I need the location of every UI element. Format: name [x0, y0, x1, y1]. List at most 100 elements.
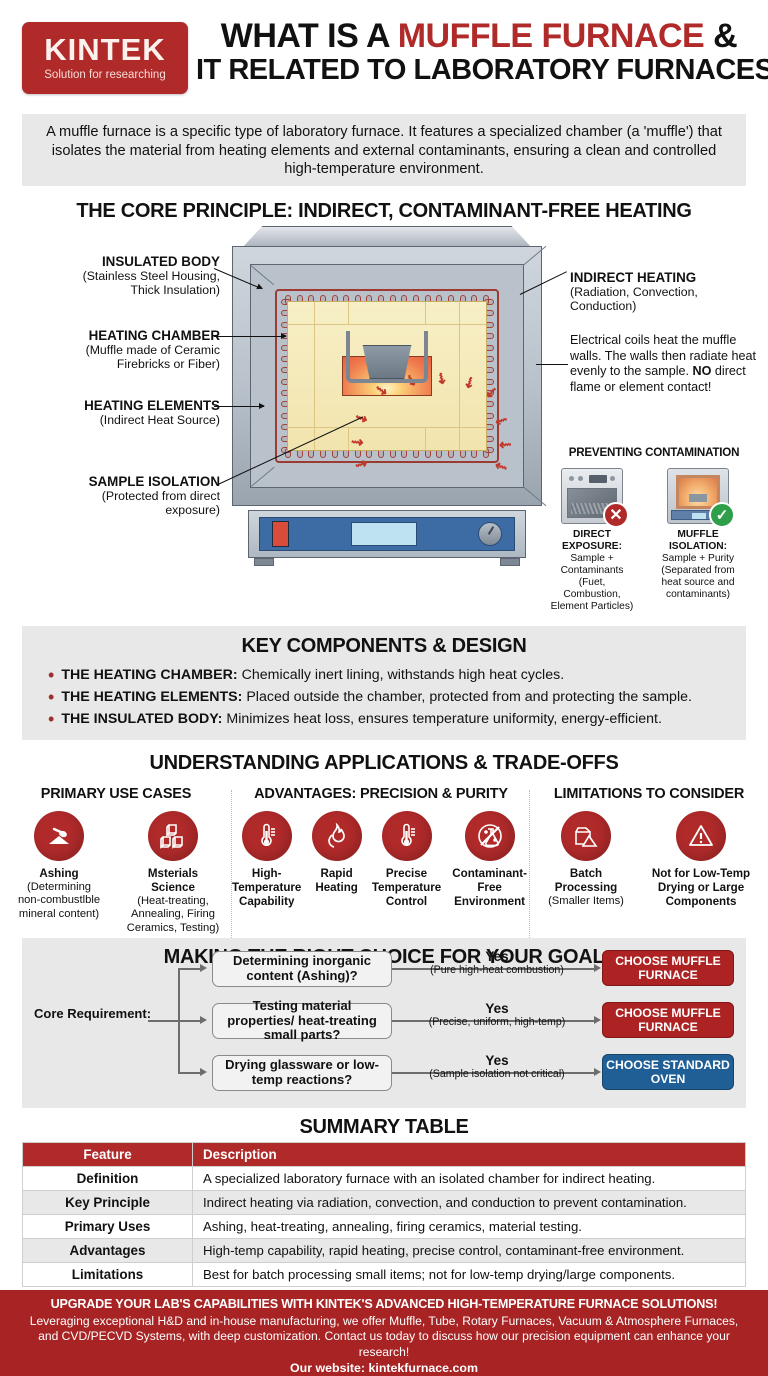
ashing-icon [34, 811, 84, 861]
group-items: Ashing (Determining non-combustlble mine… [0, 811, 232, 935]
yes-note: (Sample isolation not critical) [429, 1068, 565, 1080]
muffle-cavity [676, 475, 720, 509]
batch-tray-icon [561, 811, 611, 861]
item-bold-label: THE HEATING ELEMENTS: [61, 688, 243, 705]
list-item: Not for Low-Temp Drying or Large Compone… [647, 811, 755, 909]
logo-tagline: Solution for researching [44, 69, 166, 82]
leader-heating-chamber [214, 332, 287, 340]
label-heating-chamber-title: HEATING CHAMBER [88, 328, 220, 343]
list-item: • THE HEATING CHAMBER:Chemically inert l… [48, 665, 720, 687]
label-sample-isolation-sub: (Protected from direct exposure) [101, 489, 220, 518]
list-item: • THE HEATING ELEMENTS:Placed outside th… [48, 687, 720, 709]
item-label: Precise Temperature Control [371, 867, 442, 908]
table-row: Advantages High-temp capability, rapid h… [22, 1238, 746, 1263]
muffle-isolation-body: Sample + Purity (Separated from heat sou… [661, 553, 735, 601]
furnace-diagram: ⇝ ⇝ ⇝ ⇝ ⇝ ⇝ ⇝ ⇝ ⇝ ⇝ ⇝ [0, 196, 768, 616]
footer-website[interactable]: Our website: kintekfurnace.com [290, 1360, 478, 1375]
bullet-dot-icon: • [48, 665, 55, 685]
list-item: Rapid Heating [309, 811, 363, 909]
list-item: Batch Processing (Smaller Items) [543, 811, 629, 909]
flow-outcome-1[interactable]: CHOOSE MUFFLE FURNACE [602, 950, 734, 986]
flow-outcome-3[interactable]: CHOOSE STANDARD OVEN [602, 1054, 734, 1090]
yes-text: Yes [485, 949, 509, 964]
list-item: Msterials Science (Heat-treating, Anneal… [125, 811, 221, 935]
title-part-a: WHAT IS A [220, 17, 398, 55]
applications-heading: UNDERSTANDING APPLICATIONS & TRADE-OFFS [149, 752, 619, 774]
coil-row-bottom [285, 447, 489, 458]
flow-yes-arrow-2 [594, 1016, 601, 1024]
item-label: Contaminant-Free Environment [452, 867, 527, 908]
desc-part-b: direct flame or element contact! [570, 364, 746, 394]
cell-description: Ashing, heat-treating, annealing, firing… [192, 1214, 746, 1239]
oven-controls [567, 473, 617, 484]
no-contaminant-flask-icon [464, 811, 515, 861]
group-items: Batch Processing (Smaller Items) Not for… [530, 811, 768, 909]
material-cubes-icon [148, 811, 198, 861]
item-sub: (Determining non-combustlble mineral con… [17, 880, 101, 920]
cell-description: Best for batch processing small items; n… [192, 1262, 746, 1287]
key-components-section: KEY COMPONENTS & DESIGN • THE HEATING CH… [22, 626, 746, 740]
flow-yes-label-2: Yes (Precise, uniform, high-temp) [404, 1001, 590, 1028]
compare-direct-exposure: ✕ DIRECT EXPOSURE: Sample + Contaminants… [550, 468, 634, 613]
sample-crucible [362, 345, 412, 379]
list-item: High-Temperature Capability [232, 811, 301, 909]
power-switch[interactable] [272, 521, 289, 547]
decision-flow-section: MAKING THE RIGHT CHOICE FOR YOUR GOAL Co… [22, 938, 746, 1108]
footer-cta: UPGRADE YOUR LAB'S CAPABILITIES WITH KIN… [0, 1290, 768, 1376]
yes-text: Yes [485, 1001, 509, 1016]
flow-yes-label-1: Yes (Pure high-heat combustion) [404, 949, 590, 976]
group-items: High-Temperature Capability Rapid Heatin… [232, 811, 530, 909]
label-insulated-body-title: INSULATED BODY [101, 254, 220, 269]
label-indirect-heating: INDIRECT HEATING (Radiation, Convection,… [570, 270, 760, 314]
label-sample-isolation: SAMPLE ISOLATION (Protected from direct … [20, 474, 220, 518]
yes-text: Yes [485, 1053, 509, 1068]
title-line-2: IT RELATED TO LABORATORY FURNACES? [196, 53, 768, 86]
applications-columns: PRIMARY USE CASES Ashing (Determining no… [0, 786, 768, 940]
applications-section: UNDERSTANDING APPLICATIONS & TRADE-OFFS … [0, 752, 768, 940]
footer-body: Leveraging exceptional H&D and in-house … [29, 1314, 739, 1359]
label-insulated-body: INSULATED BODY (Stainless Steel Housing,… [20, 254, 220, 298]
key-components-heading: KEY COMPONENTS & DESIGN [241, 635, 527, 657]
desc-part-a: Electrical coils heat the muffle walls. … [570, 333, 756, 379]
coil-row-right [483, 299, 494, 453]
summary-table: Feature Description Definition A special… [22, 1142, 746, 1287]
kintek-logo: KINTEK Solution for researching [22, 22, 188, 94]
flow-branch-3 [178, 1072, 200, 1074]
flow-question-3[interactable]: Drying glassware or low-temp reactions? [212, 1055, 392, 1091]
oven-display [589, 475, 607, 483]
group-advantages: ADVANTAGES: PRECISION & PURITY High-Temp… [232, 786, 530, 940]
flow-question-2[interactable]: Testing material properties/ heat-treati… [212, 998, 392, 1042]
flow-connector-stem [148, 1020, 178, 1022]
group-primary-use-cases: PRIMARY USE CASES Ashing (Determining no… [0, 786, 232, 940]
cell-feature: Limitations [22, 1262, 193, 1287]
intro-paragraph: A muffle furnace is a specific type of l… [22, 114, 746, 186]
key-components-list: • THE HEATING CHAMBER:Chemically inert l… [22, 658, 746, 731]
flow-question-1[interactable]: Determining inorganic content (Ashing)? [212, 951, 392, 987]
column-header-description: Description [192, 1142, 746, 1167]
table-header-row: Feature Description [22, 1142, 746, 1167]
column-divider [231, 790, 232, 940]
item-label: Msterials Science [147, 867, 199, 894]
heating-chamber: ⇝ ⇝ ⇝ ⇝ ⇝ ⇝ ⇝ ⇝ ⇝ ⇝ ⇝ [342, 331, 512, 477]
title-line-1: WHAT IS A MUFFLE FURNACE & [196, 18, 762, 55]
control-panel [248, 510, 526, 558]
group-title: LIMITATIONS TO CONSIDER [553, 786, 745, 802]
direct-exposure-title: DIRECT EXPOSURE: [561, 529, 622, 553]
item-text: Minimizes heat loss, ensures temperature… [226, 710, 662, 727]
flow-yes-line-1 [392, 968, 594, 970]
yes-note: (Pure high-heat combustion) [430, 964, 564, 976]
cell-description: Indirect heating via radiation, convecti… [192, 1190, 746, 1215]
column-header-feature: Feature [22, 1142, 193, 1167]
flow-yes-arrow-3 [594, 1068, 601, 1076]
furnace-top-bevel [242, 226, 532, 248]
control-knob[interactable] [478, 522, 502, 546]
label-heating-chamber-sub: (Muffle made of Ceramic Firebricks or Fi… [85, 343, 220, 372]
thermometer-icon [241, 811, 292, 861]
group-title: ADVANTAGES: PRECISION & PURITY [254, 786, 508, 802]
display-screen [350, 522, 417, 546]
furnace-inner-bevel: ⇝ ⇝ ⇝ ⇝ ⇝ ⇝ ⇝ ⇝ ⇝ ⇝ ⇝ [250, 245, 547, 507]
indirect-heating-description: Electrical coils heat the muffle walls. … [570, 333, 756, 395]
flow-outcome-2[interactable]: CHOOSE MUFFLE FURNACE [602, 1002, 734, 1038]
list-item: Ashing (Determining non-combustlble mine… [11, 811, 107, 935]
flow-yes-line-2 [392, 1020, 594, 1022]
